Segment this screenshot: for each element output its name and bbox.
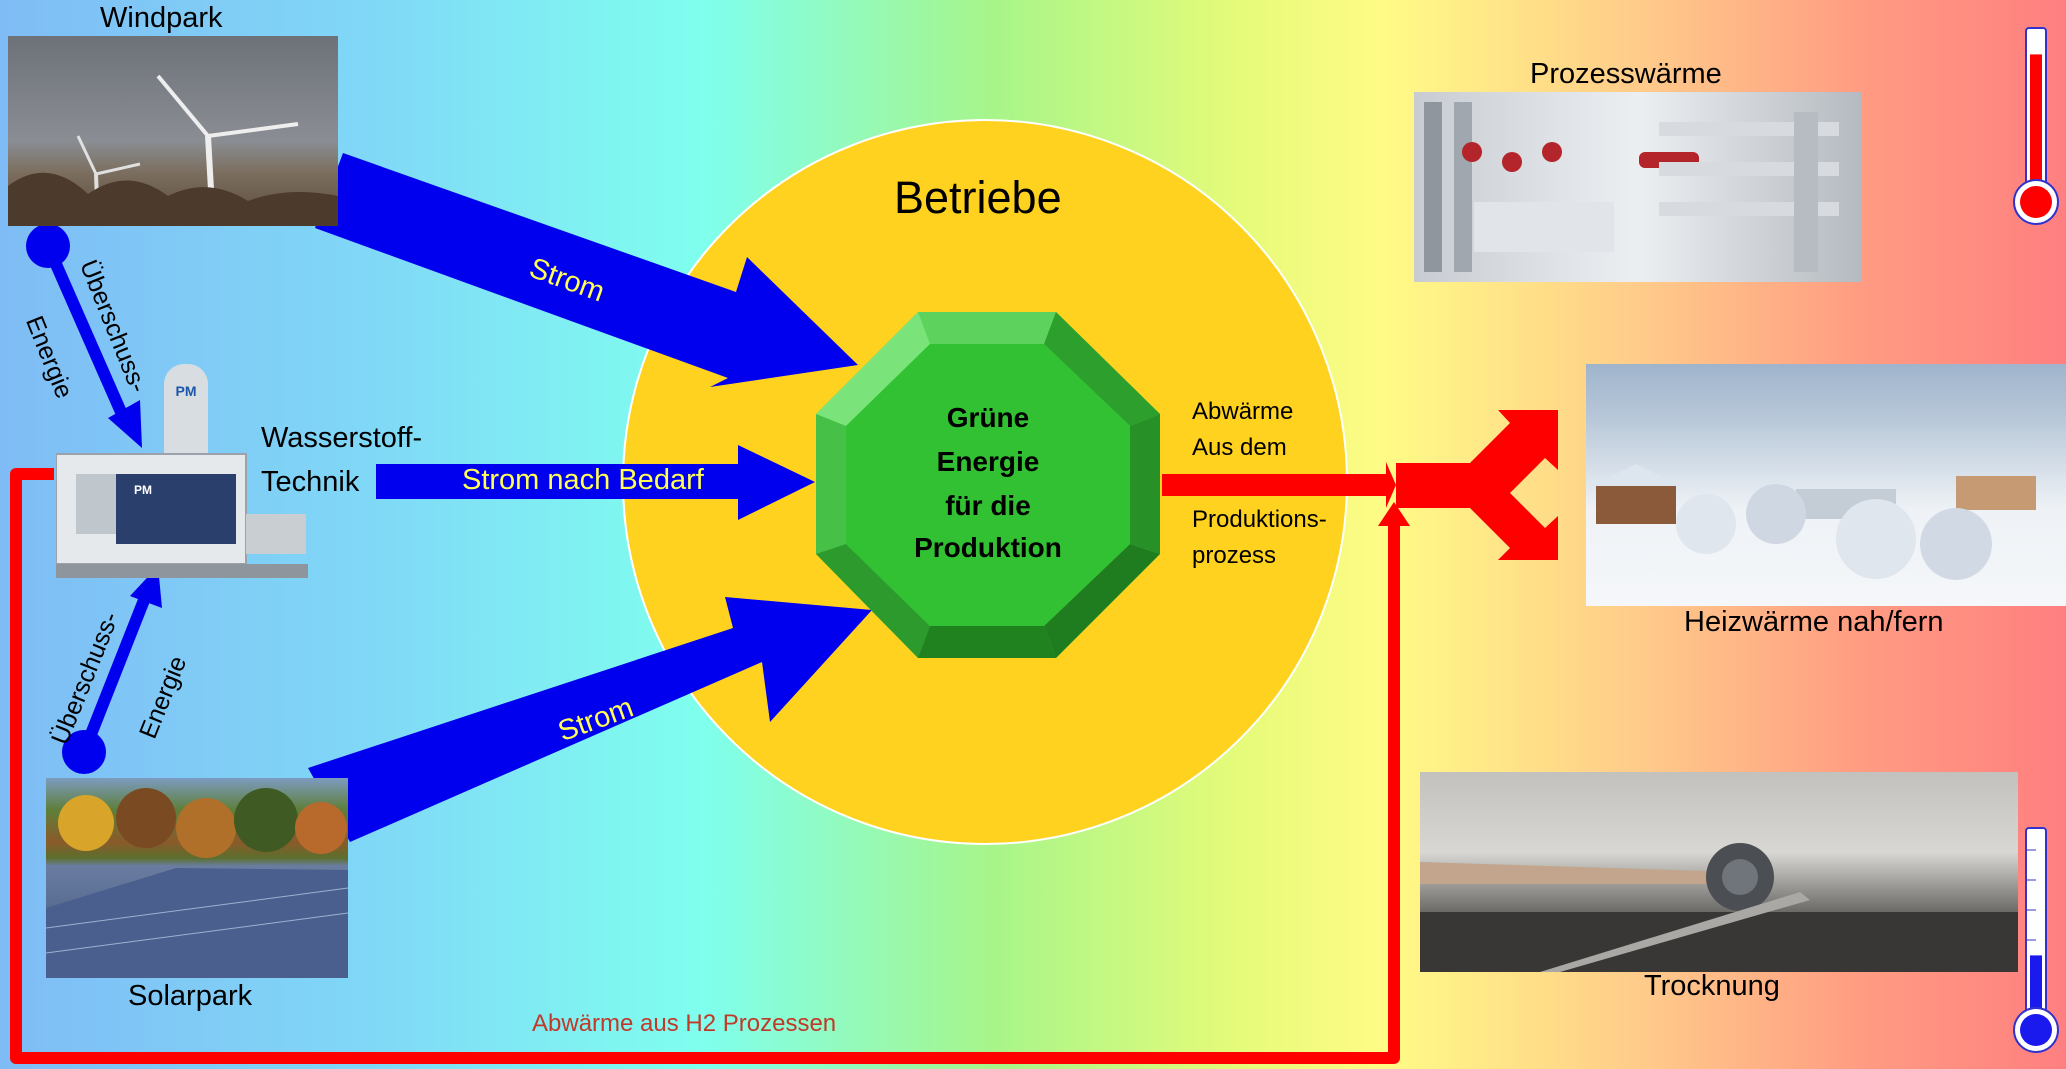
core-label-line3: für die [945, 490, 1031, 521]
abwaerme-label-line4: prozess [1192, 542, 1277, 569]
thermometer-hot-icon [2013, 27, 2059, 225]
h2-waste-heat-line [10, 468, 1400, 1064]
abwaerme-arrow-tip [1386, 462, 1396, 508]
solarpark-label: Solarpark [128, 980, 253, 1012]
core-label-line1: Grüne [946, 402, 1030, 433]
core-label-line2: Energie [936, 446, 1040, 477]
betriebe-title: Betriebe [894, 172, 1062, 223]
ueberschuss-dot-top [26, 224, 70, 268]
wasserstoff-label-line2: Technik [261, 466, 360, 498]
green-energy-octagon [816, 312, 1160, 658]
prozesswaerme-label: Prozesswärme [1530, 58, 1722, 90]
hydrogen-technik-photo: PM PM [56, 364, 308, 584]
abwaerme-label-line2: Aus dem [1192, 434, 1287, 461]
trocknung-photo [1420, 772, 2018, 972]
heizwaerme-photo [1586, 364, 2066, 606]
strom-bedarf-label: Strom nach Bedarf [462, 464, 704, 496]
thermometer-warm-icon [2013, 827, 2059, 1053]
ueberschuss-arrow-top-shaft [42, 243, 134, 431]
heizwaerme-label: Heizwärme nah/fern [1684, 606, 1944, 638]
strom-arrow-top [315, 153, 858, 387]
heat-splitter [1396, 410, 1558, 560]
wasserstoff-label-line1: Wasserstoff- [261, 422, 423, 454]
windpark-photo [8, 36, 338, 226]
abwaerme-label-line1: Abwärme [1192, 398, 1294, 425]
container-logo: PM [134, 483, 152, 497]
solarpark-photo [46, 778, 348, 978]
abwaerme-label-line3: Produktions- [1192, 506, 1327, 533]
tank-logo: PM [176, 383, 197, 399]
h2-waste-heat-arrow-tip [1378, 502, 1410, 526]
ueberschuss-dot-bottom [62, 730, 106, 774]
trocknung-label: Trocknung [1644, 970, 1780, 1002]
ueberschuss-arrow-top-head [108, 400, 142, 448]
strom-bedarf-arrow [376, 445, 815, 520]
prozesswaerme-photo [1414, 92, 1862, 282]
abwaerme-arrow-shaft [1162, 474, 1390, 496]
core-label-line4: Produktion [914, 532, 1062, 563]
h2-waste-heat-label: Abwärme aus H2 Prozessen [532, 1010, 837, 1037]
strom-arrow-bottom [308, 597, 872, 842]
ueberschuss-arrow-bottom-shaft [78, 587, 154, 755]
windpark-label: Windpark [100, 2, 223, 34]
